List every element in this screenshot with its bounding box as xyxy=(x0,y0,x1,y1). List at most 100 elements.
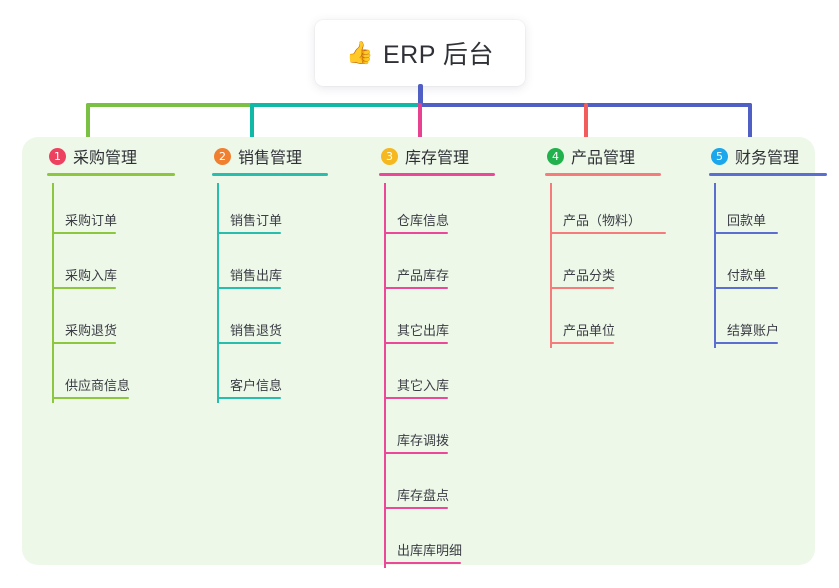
leaf-label: 销售出库 xyxy=(230,268,283,283)
leaf-label: 付款单 xyxy=(727,268,767,283)
leaf-underline xyxy=(714,342,778,344)
leaf-label: 库存调拨 xyxy=(397,433,450,448)
branch-badge-2: 2 xyxy=(214,147,231,165)
branch-underline-4 xyxy=(545,173,661,176)
leaf-underline xyxy=(550,232,666,234)
leaf-node[interactable]: 产品单位 xyxy=(529,293,689,348)
leaf-node[interactable]: 销售退货 xyxy=(196,293,356,348)
branch-items-3: 仓库信息产品库存其它出库其它入库库存调拨库存盘点出库库明细 xyxy=(363,183,523,568)
leaf-underline xyxy=(384,507,448,509)
leaf-node[interactable]: 销售出库 xyxy=(196,238,356,293)
branch-items-4: 产品（物料） 产品分类产品单位 xyxy=(529,183,689,348)
leaf-underline xyxy=(52,232,116,234)
leaf-underline xyxy=(52,287,116,289)
branch-header-2[interactable]: 2 销售管理 xyxy=(196,143,356,176)
branch-header-3[interactable]: 3 库存管理 xyxy=(363,143,523,176)
leaf-node[interactable]: 供应商信息 xyxy=(31,348,191,403)
leaf-underline xyxy=(384,287,448,289)
connector-bus-teal xyxy=(250,103,420,107)
leaf-label: 其它出库 xyxy=(397,323,450,338)
leaf-underline xyxy=(714,287,778,289)
leaf-underline xyxy=(384,232,448,234)
branch-underline-1 xyxy=(47,173,175,176)
leaf-node[interactable]: 产品库存 xyxy=(363,238,523,293)
leaf-underline xyxy=(384,342,448,344)
branch-badge-4: 4 xyxy=(547,147,564,165)
leaf-underline xyxy=(217,342,281,344)
branch-badge-3: 3 xyxy=(381,147,398,165)
branch-underline-2 xyxy=(212,173,328,176)
branch-title-2: 销售管理 xyxy=(238,150,303,167)
root-node-text: 👍 ERP 后台 xyxy=(346,35,494,71)
branch-column-1: 1 采购管理采购订单采购入库采购退货供应商信息 xyxy=(31,143,191,403)
connector-drop-5 xyxy=(748,103,752,161)
leaf-label: 出库库明细 xyxy=(397,543,463,558)
page-title: ERP 后台 xyxy=(383,41,494,69)
branch-badge-1: 1 xyxy=(49,147,66,165)
leaf-node[interactable]: 采购订单 xyxy=(31,183,191,238)
leaf-underline xyxy=(550,342,614,344)
connector-bus-green xyxy=(86,103,252,107)
leaf-node[interactable]: 产品分类 xyxy=(529,238,689,293)
leaf-underline xyxy=(52,342,116,344)
leaf-label: 客户信息 xyxy=(230,378,283,393)
leaf-underline xyxy=(550,287,614,289)
leaf-node[interactable]: 库存调拨 xyxy=(363,403,523,458)
thumbs-up-icon: 👍 xyxy=(346,40,374,65)
leaf-node[interactable]: 出库库明细 xyxy=(363,513,523,568)
branch-column-3: 3 库存管理仓库信息产品库存其它出库其它入库库存调拨库存盘点出库库明细 xyxy=(363,143,523,568)
leaf-node[interactable]: 仓库信息 xyxy=(363,183,523,238)
leaf-label: 产品（物料） xyxy=(563,213,642,228)
leaf-label: 供应商信息 xyxy=(65,378,131,393)
leaf-underline xyxy=(384,562,461,564)
leaf-underline xyxy=(217,397,281,399)
leaf-label: 销售订单 xyxy=(230,213,283,228)
leaf-node[interactable]: 产品（物料） xyxy=(529,183,689,238)
leaf-underline xyxy=(384,452,448,454)
branch-spine-4 xyxy=(550,183,552,348)
branch-items-2: 销售订单销售出库销售退货客户信息 xyxy=(196,183,356,403)
branch-title-1: 采购管理 xyxy=(73,150,138,167)
connector-drop-1 xyxy=(86,103,90,161)
branch-underline-5 xyxy=(709,173,827,176)
leaf-label: 销售退货 xyxy=(230,323,283,338)
leaf-label: 产品分类 xyxy=(563,268,616,283)
leaf-label: 其它入库 xyxy=(397,378,450,393)
leaf-node[interactable]: 付款单 xyxy=(693,238,838,293)
branch-title-3: 库存管理 xyxy=(405,150,470,167)
leaf-node[interactable]: 采购退货 xyxy=(31,293,191,348)
connector-drop-2 xyxy=(250,103,254,161)
leaf-node[interactable]: 库存盘点 xyxy=(363,458,523,513)
branch-column-2: 2 销售管理销售订单销售出库销售退货客户信息 xyxy=(196,143,356,403)
leaf-node[interactable]: 回款单 xyxy=(693,183,838,238)
leaf-node[interactable]: 其它出库 xyxy=(363,293,523,348)
diagram-panel xyxy=(22,137,815,565)
branch-spine-1 xyxy=(52,183,54,403)
leaf-label: 结算账户 xyxy=(727,323,780,338)
leaf-label: 产品库存 xyxy=(397,268,450,283)
root-node-erp-backend[interactable]: 👍 ERP 后台 xyxy=(315,20,525,86)
leaf-underline xyxy=(217,232,281,234)
branch-spine-5 xyxy=(714,183,716,348)
leaf-underline xyxy=(714,232,778,234)
branch-spine-2 xyxy=(217,183,219,403)
leaf-node[interactable]: 客户信息 xyxy=(196,348,356,403)
branch-header-1[interactable]: 1 采购管理 xyxy=(31,143,191,176)
leaf-node[interactable]: 结算账户 xyxy=(693,293,838,348)
leaf-node[interactable]: 销售订单 xyxy=(196,183,356,238)
branch-spine-3 xyxy=(384,183,386,568)
branch-items-1: 采购订单采购入库采购退货供应商信息 xyxy=(31,183,191,403)
branch-underline-3 xyxy=(379,173,495,176)
leaf-node[interactable]: 采购入库 xyxy=(31,238,191,293)
leaf-underline xyxy=(384,397,448,399)
leaf-node[interactable]: 其它入库 xyxy=(363,348,523,403)
leaf-label: 采购订单 xyxy=(65,213,118,228)
branch-title-5: 财务管理 xyxy=(735,150,800,167)
leaf-label: 库存盘点 xyxy=(397,488,450,503)
leaf-label: 采购入库 xyxy=(65,268,118,283)
